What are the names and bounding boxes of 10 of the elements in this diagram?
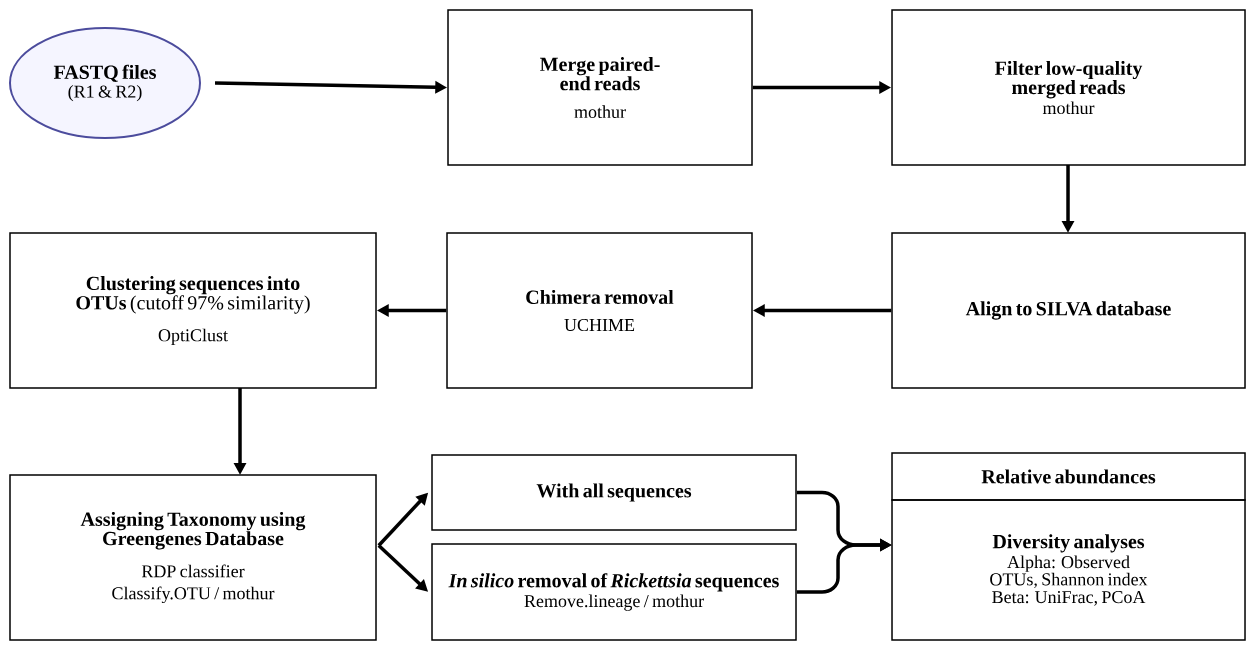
process-box: In silico removal ofRickettsia sequences Remove.lineage / mothur [431,543,797,641]
process-box: Relative abundances [891,452,1246,501]
process-box: Clustering sequences into OTUs (cutoff 97% similarity) OptiClust [9,232,377,389]
process-box: Diversity analyses Alpha: Observed OTUs, Shannon index Beta: UniFrac, PCoA [891,499,1246,641]
process-box: Filter low-quality merged reads mothur [891,9,1246,166]
process-box: Assigning Taxonomy using Greengenes Database RDP classifier Classify.OTU / mothur [9,474,377,641]
process-box: With all sequences [431,454,797,531]
process-box: Align to SILVA database [891,232,1246,389]
process-box: Chimera removal UCHIME [446,232,753,389]
process-box: Merge paired-end reads mothur [447,9,753,166]
